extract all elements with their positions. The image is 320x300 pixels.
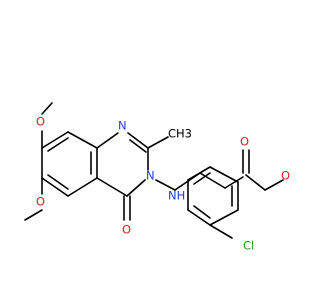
bond bbox=[47, 174, 69, 190]
pyrimidinone-ring bbox=[96, 132, 149, 197]
bond bbox=[147, 136, 169, 149]
molecule-structure: N N O CH3 O O NH O O Cl bbox=[24, 102, 290, 253]
bond bbox=[129, 139, 147, 153]
bond bbox=[199, 172, 226, 189]
bond bbox=[67, 131, 98, 149]
chlorine-label: Cl bbox=[243, 239, 254, 253]
amide-oxygen-label: O bbox=[240, 135, 249, 149]
ring-nitrogen-3-label: N bbox=[146, 169, 155, 183]
bond bbox=[155, 179, 176, 191]
bond bbox=[187, 166, 211, 181]
bond bbox=[24, 209, 43, 221]
methyl-label: CH3 bbox=[168, 127, 192, 141]
bond bbox=[224, 176, 244, 189]
bond bbox=[209, 209, 239, 226]
benzo-ring bbox=[41, 131, 98, 197]
bond bbox=[47, 137, 69, 152]
bond bbox=[264, 179, 284, 191]
bond bbox=[96, 177, 128, 197]
bond bbox=[127, 132, 149, 149]
bond bbox=[126, 179, 146, 197]
methoxy-oxygen-1-label: O bbox=[36, 115, 45, 129]
methoxy-oxygen-2-label: O bbox=[36, 195, 45, 209]
bond bbox=[67, 177, 98, 197]
ether-oxygen-label: O bbox=[281, 169, 290, 183]
bond bbox=[96, 132, 119, 149]
bond bbox=[209, 166, 239, 183]
bond bbox=[193, 205, 211, 219]
bond bbox=[41, 131, 69, 149]
bond bbox=[209, 224, 233, 239]
chlorophenyl-ring bbox=[187, 166, 239, 226]
bond bbox=[41, 102, 53, 115]
ring-carbonyl-oxygen-label: O bbox=[122, 223, 131, 237]
bond bbox=[41, 177, 69, 197]
bond bbox=[245, 174, 266, 191]
ring-nitrogen-label: N bbox=[118, 119, 127, 133]
bond bbox=[187, 209, 211, 226]
amide-nh-label: NH bbox=[168, 189, 185, 203]
bond bbox=[193, 172, 211, 185]
